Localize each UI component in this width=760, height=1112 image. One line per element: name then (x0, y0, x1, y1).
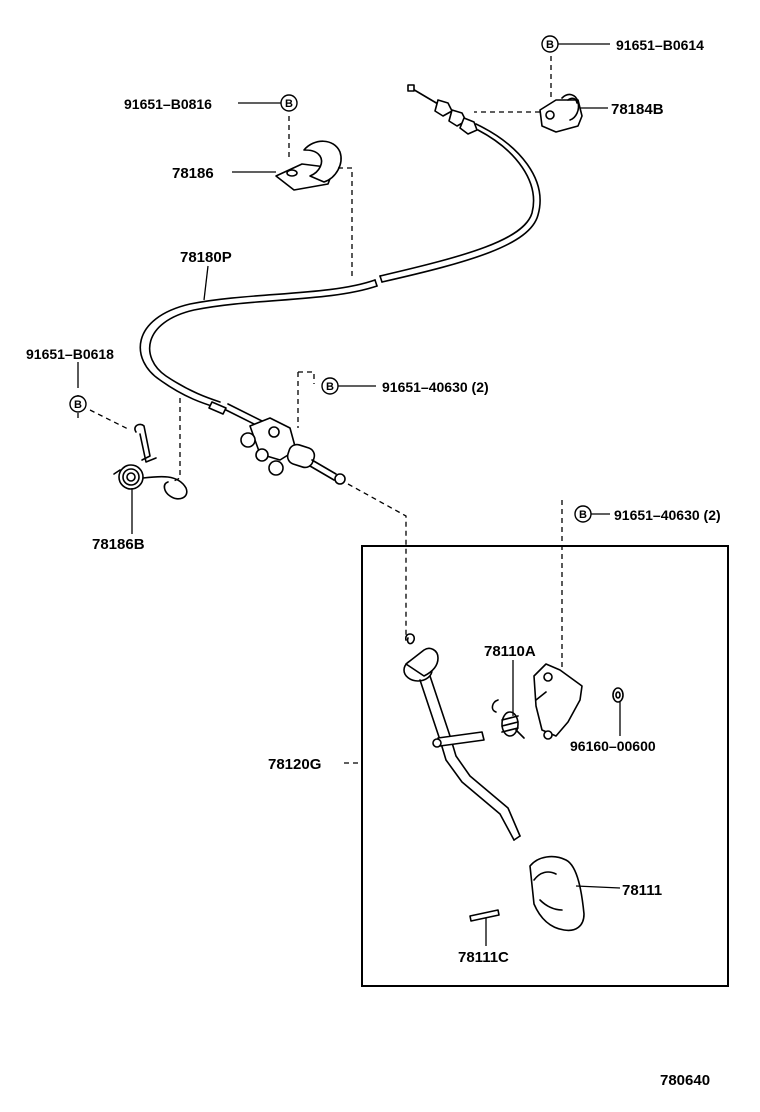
bolt-symbol-middle: B (321, 377, 339, 395)
bolt-symbol-pedal: B (574, 505, 592, 523)
svg-text:B: B (285, 98, 293, 110)
nut-drawing (612, 687, 624, 703)
pedal-pad-drawing (529, 855, 585, 932)
label-91651-40630-middle: 91651–40630 (2) (382, 379, 489, 395)
bolt-symbol-top-left: B (280, 94, 298, 112)
label-78111: 78111 (622, 882, 662, 899)
label-78111c: 78111C (458, 949, 509, 966)
svg-text:B: B (546, 39, 554, 51)
label-78120g: 78120G (268, 756, 321, 773)
label-91651-b0614: 91651–B0614 (616, 37, 704, 53)
label-91651-40630-pedal: 91651–40630 (2) (614, 507, 721, 523)
svg-text:B: B (74, 399, 82, 411)
bracket-78184b-drawing (539, 93, 583, 133)
label-78186b: 78186B (92, 536, 145, 553)
pedal-arm-drawing (403, 633, 525, 841)
label-91651-b0816: 91651–B0816 (124, 96, 212, 112)
diagram-id: 780640 (660, 1072, 710, 1089)
bolt-symbol-top-right: B (541, 35, 559, 53)
label-78110a: 78110A (484, 643, 536, 660)
label-96160-00600: 96160–00600 (570, 738, 656, 754)
bolt-symbol-left: B (69, 395, 87, 413)
pin-drawing (469, 909, 500, 922)
bracket-78186b-drawing (113, 423, 188, 500)
clamp-78186-drawing (275, 140, 342, 191)
svg-text:B: B (579, 509, 587, 521)
svg-text:B: B (326, 381, 334, 393)
pedal-bracket-78110a-drawing (533, 663, 583, 740)
dashed-callouts (77, 56, 563, 764)
label-78184b: 78184B (611, 101, 664, 118)
label-91651-b0618: 91651–B0618 (26, 346, 114, 362)
label-78180p: 78180P (180, 249, 232, 266)
leader-lines (77, 43, 621, 946)
pedal-assembly-box (361, 545, 729, 987)
accelerator-cable-drawing (139, 84, 541, 485)
label-78186: 78186 (172, 165, 214, 182)
